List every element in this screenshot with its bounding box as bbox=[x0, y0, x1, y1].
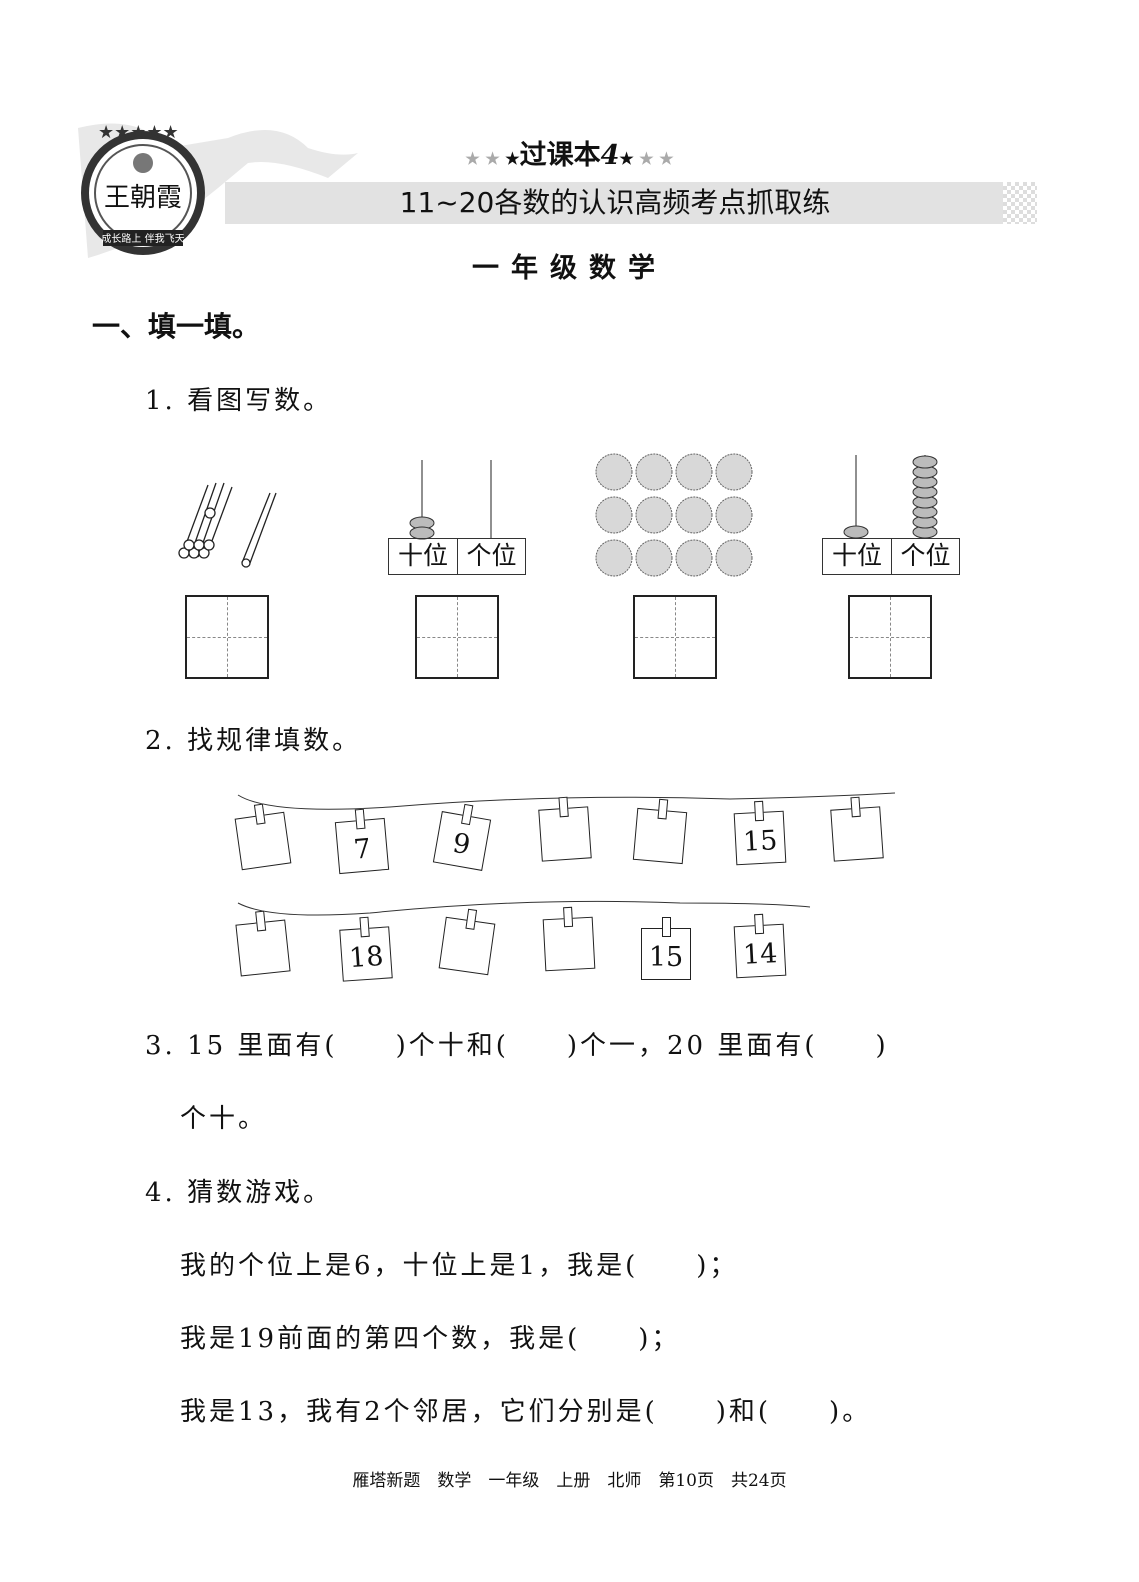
coins-picture bbox=[595, 453, 753, 577]
question-3: 3. 15 里面有( )个十和( )个一，20 里面有( ) bbox=[145, 1031, 889, 1061]
clothespin-icon bbox=[465, 908, 478, 930]
title-banner bbox=[225, 182, 1005, 224]
number-card: 14 bbox=[733, 913, 787, 979]
clothespin-icon bbox=[255, 910, 267, 932]
answer-box-2[interactable] bbox=[415, 595, 499, 679]
number-card[interactable] bbox=[235, 910, 291, 977]
number-card[interactable] bbox=[830, 796, 884, 862]
question-4-line-1: 我的个位上是6，十位上是1，我是( )； bbox=[180, 1251, 739, 1281]
brand-logo: 王朝霞 成长路上 伴我飞天 ★★★★★ bbox=[78, 122, 358, 258]
number-card: 18 bbox=[339, 916, 393, 982]
page-footer: 雁塔新题 数学 一年级 上册 北师 第10页 共24页 bbox=[352, 1471, 787, 1491]
question-4-line-2: 我是19前面的第四个数，我是( )； bbox=[180, 1324, 681, 1354]
clothespin-icon bbox=[657, 798, 669, 820]
clothespin-icon bbox=[563, 906, 574, 928]
page-title: 11~20各数的认识高频考点抓取练 bbox=[399, 186, 831, 219]
clothespin-icon bbox=[461, 803, 474, 826]
abacus-1 bbox=[409, 460, 492, 540]
answer-box-1[interactable] bbox=[185, 595, 269, 679]
banner-decoration bbox=[1003, 182, 1037, 224]
abacus-2 bbox=[843, 455, 938, 539]
question-1: 1. 看图写数。 bbox=[145, 386, 333, 416]
clothespin-icon bbox=[359, 916, 370, 938]
clothespin-icon bbox=[354, 808, 366, 830]
question-4-line-3: 我是13，我有2个邻居，它们分别是( )和( )。 bbox=[180, 1397, 872, 1427]
number-card[interactable] bbox=[542, 906, 596, 972]
number-card: 7 bbox=[334, 808, 390, 875]
clothespin-icon bbox=[850, 796, 861, 818]
question-3-cont: 个十。 bbox=[180, 1104, 268, 1134]
svg-text:王朝霞: 王朝霞 bbox=[104, 183, 182, 213]
svg-text:★★★★★: ★★★★★ bbox=[98, 122, 179, 143]
number-card[interactable] bbox=[438, 908, 496, 976]
place-value-table-2: 十位个位 bbox=[822, 538, 960, 575]
grade-subtitle: 一年级数学 bbox=[472, 253, 667, 284]
clothespin-icon bbox=[754, 913, 765, 935]
number-card: 15 bbox=[733, 800, 787, 866]
number-card[interactable] bbox=[538, 796, 592, 862]
series-label: ★ ★ ★过课本4★ ★ ★ bbox=[465, 140, 674, 171]
number-card: 15 bbox=[641, 917, 691, 980]
answer-box-3[interactable] bbox=[633, 595, 717, 679]
answer-box-4[interactable] bbox=[848, 595, 932, 679]
question-4: 4. 猜数游戏。 bbox=[145, 1178, 333, 1208]
place-value-table-1: 十位个位 bbox=[388, 538, 526, 575]
section-heading: 一、填一填。 bbox=[92, 310, 261, 343]
clothespin-icon bbox=[754, 800, 765, 822]
question-2: 2. 找规律填数。 bbox=[145, 726, 362, 756]
number-card[interactable] bbox=[632, 798, 688, 865]
clothespin-icon bbox=[662, 917, 671, 937]
clothespin-icon bbox=[558, 796, 569, 818]
sticks-picture bbox=[178, 482, 277, 568]
number-card[interactable] bbox=[234, 803, 292, 871]
number-card: 9 bbox=[432, 803, 492, 871]
svg-text:成长路上 伴我飞天: 成长路上 伴我飞天 bbox=[101, 232, 184, 245]
